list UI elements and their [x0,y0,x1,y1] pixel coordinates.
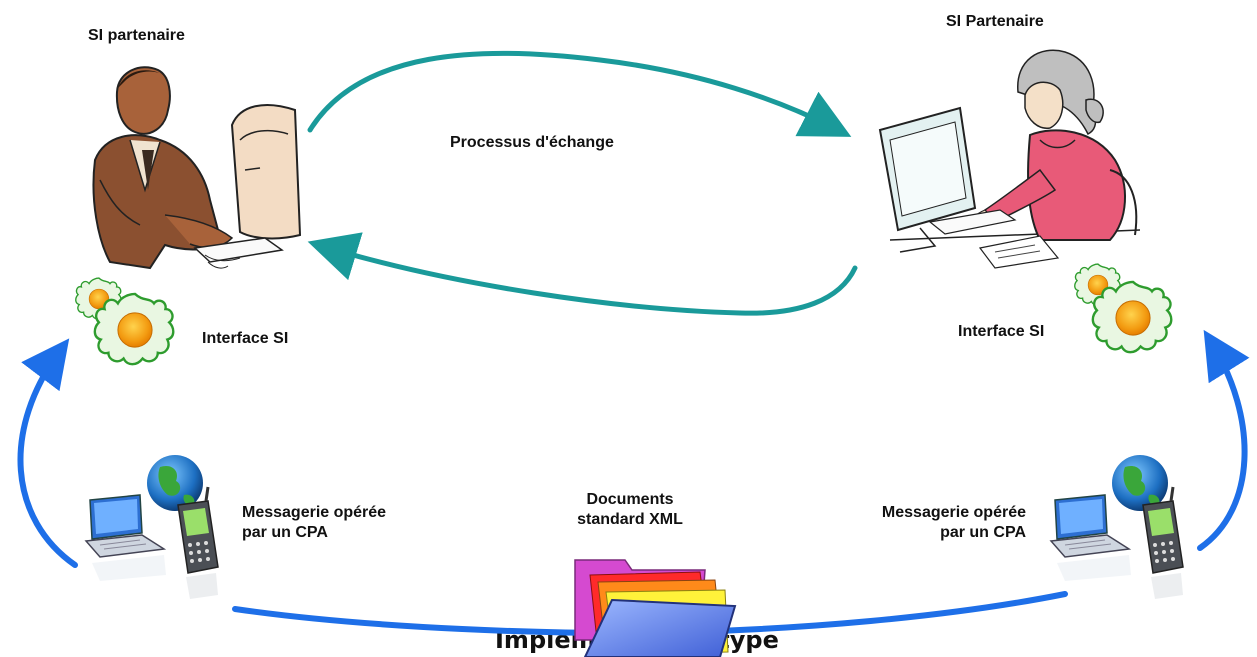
right-partner-title: SI Partenaire [946,13,1044,30]
right-messaging-label: Messagerie opérée par un CPA [834,503,1026,543]
exchange-arrow-return [307,232,858,316]
left-interface-label: Interface SI [202,330,289,347]
transport-arrow-left [17,338,78,568]
right-messaging-line2: par un CPA [940,524,1026,541]
right-messaging-line1: Messagerie opérée [881,504,1026,521]
documents-line1: Documents [586,491,674,508]
exchange-arrow-forward [307,50,852,137]
documents-line2: standard XML [577,511,683,528]
right-interface-label: Interface SI [958,323,1045,340]
left-partner-title: SI partenaire [88,27,185,44]
exchange-process-label: Processus d'échange [450,134,614,151]
left-messaging-label: Messagerie opérée par un CPA [242,503,386,543]
left-messaging-line1: Messagerie opérée [242,504,387,521]
transport-arrow-right [1197,329,1250,551]
documents-label: Documents standard XML [545,490,715,530]
left-messaging-line2: par un CPA [242,524,328,541]
